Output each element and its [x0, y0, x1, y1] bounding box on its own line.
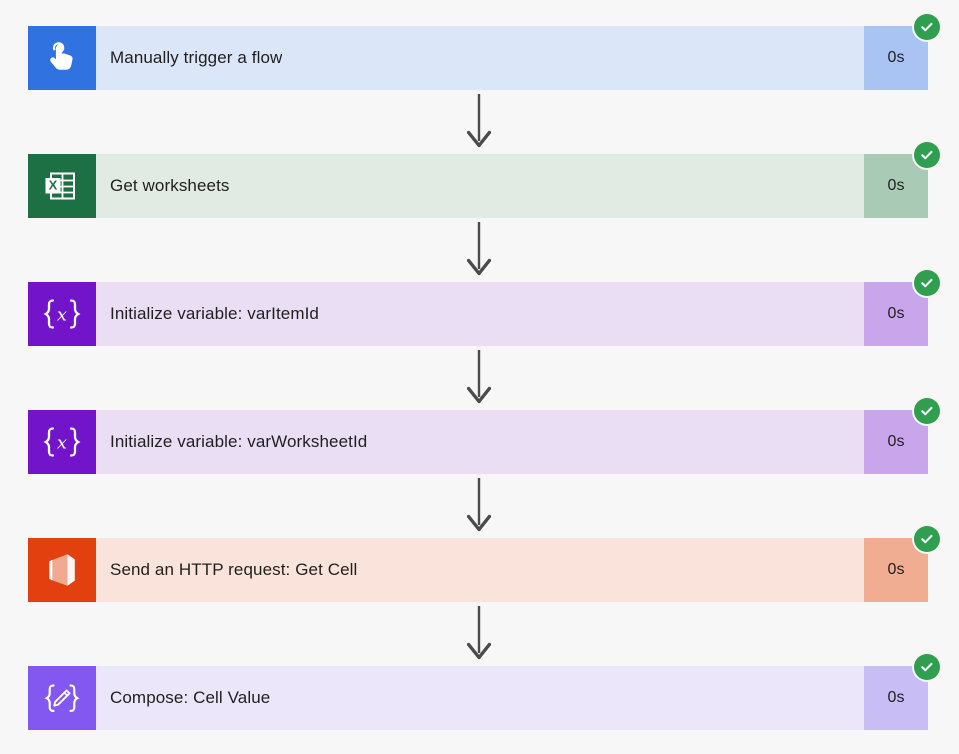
- svg-text:x: x: [57, 305, 67, 326]
- flow-step-title: Initialize variable: varWorksheetId: [110, 432, 368, 451]
- flow-step-body: Send an HTTP request: Get Cell: [96, 538, 864, 602]
- down-arrow-icon: [467, 350, 491, 406]
- flow-step-title: Get worksheets: [110, 176, 230, 195]
- check-circle-icon: [914, 526, 940, 552]
- flow-step-body: Initialize variable: varItemId: [96, 282, 864, 346]
- svg-text:x: x: [57, 433, 67, 454]
- flow-step-row[interactable]: x Initialize variable: varItemId 0s: [28, 268, 942, 346]
- flow-step-row[interactable]: Compose: Cell Value 0s: [28, 652, 942, 730]
- flow-step-body: Initialize variable: varWorksheetId: [96, 410, 864, 474]
- status-badge: [912, 268, 942, 298]
- variable-braces-icon: x: [28, 282, 96, 346]
- down-arrow-icon: [467, 478, 491, 534]
- flow-step-title: Send an HTTP request: Get Cell: [110, 560, 358, 579]
- down-arrow-icon: [467, 606, 491, 662]
- excel-icon: X: [28, 154, 96, 218]
- tap-hand-icon: [28, 26, 96, 90]
- flow-step-title: Manually trigger a flow: [110, 48, 283, 67]
- flow-step-body: Manually trigger a flow: [96, 26, 864, 90]
- flow-step-title: Compose: Cell Value: [110, 688, 271, 707]
- flow-step-row[interactable]: Send an HTTP request: Get Cell 0s: [28, 524, 942, 602]
- check-circle-icon: [914, 142, 940, 168]
- status-badge: [912, 12, 942, 42]
- flow-step-duration: 0s: [864, 538, 928, 602]
- status-badge: [912, 140, 942, 170]
- down-arrow-icon: [467, 222, 491, 278]
- down-arrow-icon: [467, 94, 491, 150]
- flow-step-body: Compose: Cell Value: [96, 666, 864, 730]
- check-circle-icon: [914, 654, 940, 680]
- svg-text:X: X: [49, 178, 58, 193]
- status-badge: [912, 524, 942, 554]
- flow-step-duration-cell: 0s: [864, 524, 942, 602]
- status-badge: [912, 396, 942, 426]
- flow-step-duration-cell: 0s: [864, 652, 942, 730]
- check-circle-icon: [914, 14, 940, 40]
- variable-braces-icon: x: [28, 410, 96, 474]
- flow-step-title: Initialize variable: varItemId: [110, 304, 319, 323]
- office365-icon: [28, 538, 96, 602]
- flow-step-duration-cell: 0s: [864, 268, 942, 346]
- flow-step-row[interactable]: X Get worksheets 0s: [28, 140, 942, 218]
- flow-step-duration-cell: 0s: [864, 12, 942, 90]
- check-circle-icon: [914, 398, 940, 424]
- flow-step-duration-cell: 0s: [864, 396, 942, 474]
- flow-step-row[interactable]: Manually trigger a flow 0s: [28, 12, 942, 90]
- flow-step-duration-cell: 0s: [864, 140, 942, 218]
- status-badge: [912, 652, 942, 682]
- flow-step-row[interactable]: x Initialize variable: varWorksheetId 0s: [28, 396, 942, 474]
- flow-step-body: Get worksheets: [96, 154, 864, 218]
- compose-pencil-icon: [28, 666, 96, 730]
- check-circle-icon: [914, 270, 940, 296]
